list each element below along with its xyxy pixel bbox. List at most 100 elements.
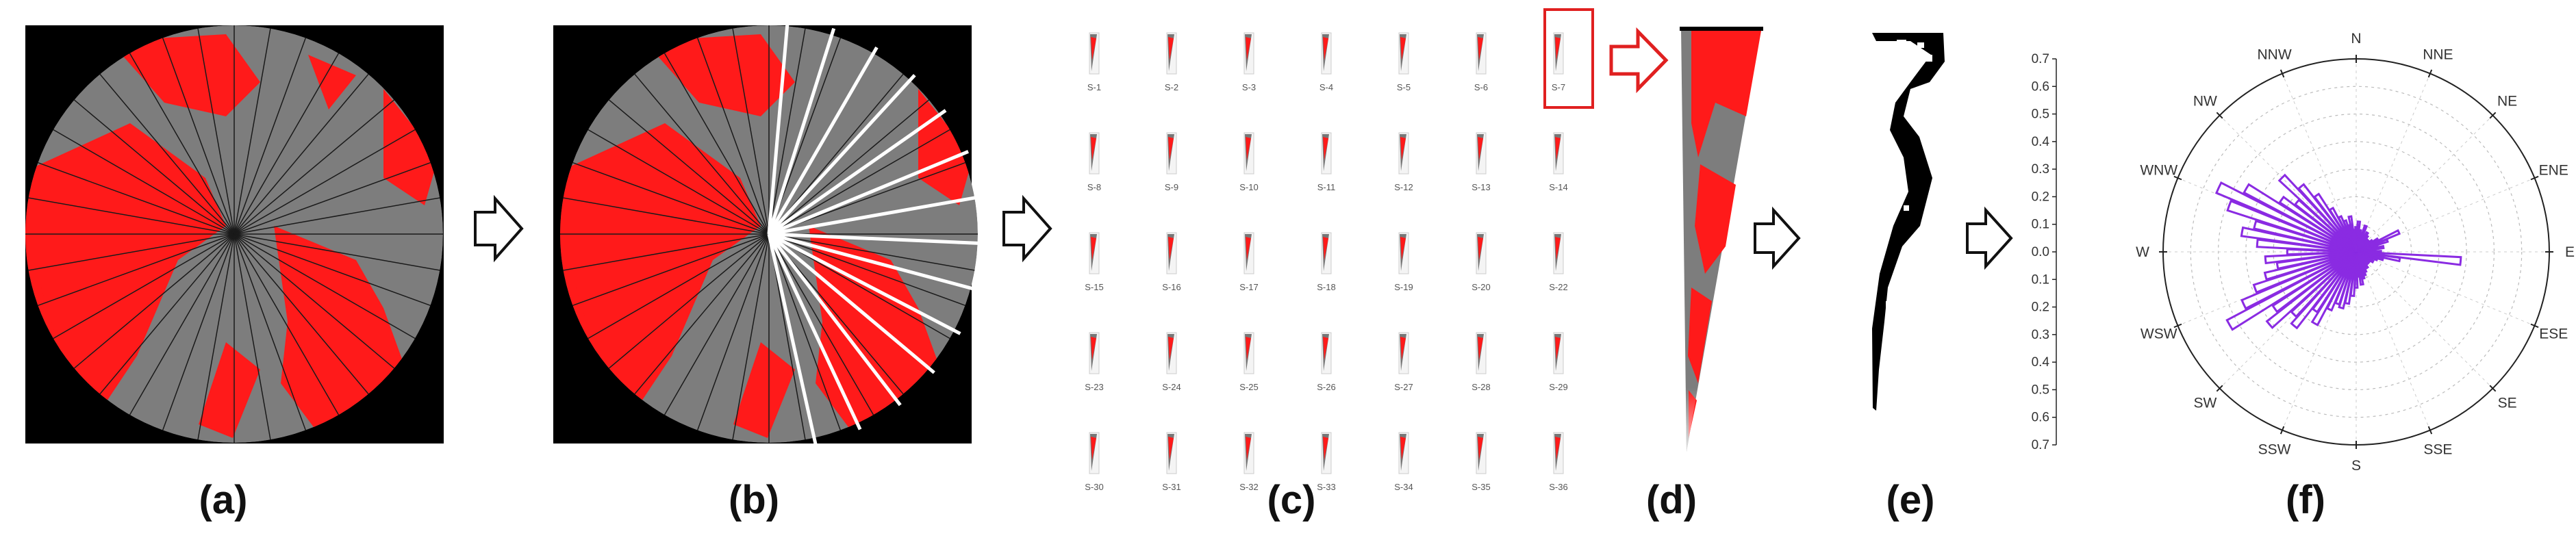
caption-f: (f) xyxy=(2286,478,2325,522)
tile-wedge-red xyxy=(1091,437,1096,460)
tile-label: S-5 xyxy=(1397,82,1411,92)
compass-tick xyxy=(2489,112,2497,119)
rose-bar xyxy=(2290,250,2358,318)
rose-grid-spoke xyxy=(2356,251,2535,326)
rose-bar xyxy=(2347,215,2358,253)
sector-tile: S-12 xyxy=(1394,132,1413,192)
sector-tile: S-28 xyxy=(1472,332,1491,392)
sector-tile: S-31 xyxy=(1162,432,1181,492)
tile-label: S-32 xyxy=(1239,482,1258,492)
tile-wedge-red xyxy=(1168,437,1174,460)
sector-spoke xyxy=(560,196,770,235)
rose-bar xyxy=(2310,251,2358,326)
sector-spoke xyxy=(197,233,235,443)
radial-tick-label: 0.2 xyxy=(2032,190,2049,204)
sector-spoke xyxy=(632,71,770,235)
sector-tile: S-23 xyxy=(1085,332,1104,392)
sector-spoke xyxy=(25,196,235,235)
rose-bar xyxy=(2337,215,2358,253)
sector-tile: S-10 xyxy=(1239,132,1259,192)
tile-label: S-19 xyxy=(1394,282,1413,292)
compass-tick xyxy=(2173,175,2182,181)
sector-spoke xyxy=(569,161,770,235)
sector-spoke xyxy=(662,233,770,418)
sector-tile: S-1 xyxy=(1087,32,1101,92)
compass-direction-label: NNW xyxy=(2258,47,2292,63)
rose-bar xyxy=(2290,250,2358,330)
sector-spoke xyxy=(768,233,969,307)
tile-label: S-35 xyxy=(1472,482,1490,492)
compass-tick xyxy=(2530,323,2539,329)
tile-label: S-15 xyxy=(1085,282,1103,292)
radial-tick-label: 0.7 xyxy=(2032,52,2049,66)
sector-spoke xyxy=(233,233,341,418)
tile-wedge-red xyxy=(1168,237,1174,260)
arrow-e-to-f xyxy=(1966,206,2013,270)
tile-label: S-4 xyxy=(1319,82,1333,92)
sector-spoke xyxy=(632,233,770,397)
compass-direction-label: SSE xyxy=(2423,441,2452,457)
sector-tile: S-30 xyxy=(1085,432,1104,492)
compass-direction-label: S xyxy=(2351,458,2361,474)
radial-tick-label: 0.1 xyxy=(2032,272,2049,287)
arrow-b-to-c xyxy=(1002,194,1052,263)
sector-spoke xyxy=(233,233,371,397)
compass-direction-label: NW xyxy=(2193,93,2217,109)
binary-mask-strip xyxy=(1872,33,1945,411)
sector-tile: S-7 xyxy=(1552,32,1565,92)
compass-direction-label: WSW xyxy=(2141,326,2177,342)
sector-spoke xyxy=(233,233,418,341)
arrow-d-to-e xyxy=(1754,206,1801,270)
tile-wedge-red xyxy=(1400,37,1406,60)
sector-spoke xyxy=(25,233,235,272)
radial-tick-label: 0.4 xyxy=(2032,355,2050,370)
sector-spoke xyxy=(34,161,235,235)
compass-direction-label: WNW xyxy=(2140,163,2177,179)
tile-wedge-red xyxy=(1091,37,1096,60)
rose-grid-ring xyxy=(2245,141,2467,363)
rose-bar xyxy=(2263,250,2357,281)
sector-tile: S-5 xyxy=(1397,32,1411,92)
sector-spoke xyxy=(97,71,235,235)
rose-grid-spoke xyxy=(2219,115,2357,253)
sector-spoke xyxy=(71,233,235,371)
rose-bar xyxy=(2253,220,2357,253)
sector-spoke xyxy=(768,127,953,235)
tile-wedge-red xyxy=(1246,37,1251,60)
rose-grid-ring xyxy=(2190,86,2523,418)
sector-tile: S-16 xyxy=(1162,232,1181,292)
rose-bar xyxy=(2356,237,2389,253)
sector-spoke xyxy=(569,233,770,307)
tile-wedge-red xyxy=(1246,137,1251,160)
sector-cut-line xyxy=(767,233,862,430)
rose-grid-ring xyxy=(2300,196,2412,308)
rose-bar xyxy=(2240,226,2357,253)
tile-wedge-red xyxy=(1400,337,1406,360)
radial-tick-label: 0.5 xyxy=(2032,107,2049,122)
sector-tile: S-20 xyxy=(1472,232,1491,292)
sector-cut-line xyxy=(768,74,916,235)
rose-bar xyxy=(2271,250,2357,313)
rose-bar xyxy=(2214,181,2357,253)
rose-bar xyxy=(2355,238,2370,253)
rose-bar xyxy=(2355,229,2362,253)
caption-b: (b) xyxy=(729,478,779,522)
rose-bar xyxy=(2328,206,2358,253)
radial-tick-label: 0.6 xyxy=(2032,79,2049,94)
sector-spoke xyxy=(233,233,272,443)
tile-wedge-red xyxy=(1323,137,1328,160)
tile-label: S-11 xyxy=(1317,182,1336,192)
sector-spoke xyxy=(97,233,235,397)
sector-spoke xyxy=(127,50,235,235)
rose-bar xyxy=(2225,250,2357,331)
sector-spoke xyxy=(233,233,397,371)
tile-label: S-10 xyxy=(1239,182,1258,192)
radial-tick-label: 0.4 xyxy=(2032,135,2050,149)
sector-spoke xyxy=(233,97,397,235)
sector-spoke xyxy=(233,71,371,235)
tile-wedge-red xyxy=(1555,437,1561,460)
sector-tile: S-35 xyxy=(1472,432,1491,492)
tile-label: S-22 xyxy=(1549,282,1567,292)
compass-direction-label: ENE xyxy=(2539,163,2568,179)
rose-bar xyxy=(2352,229,2358,253)
